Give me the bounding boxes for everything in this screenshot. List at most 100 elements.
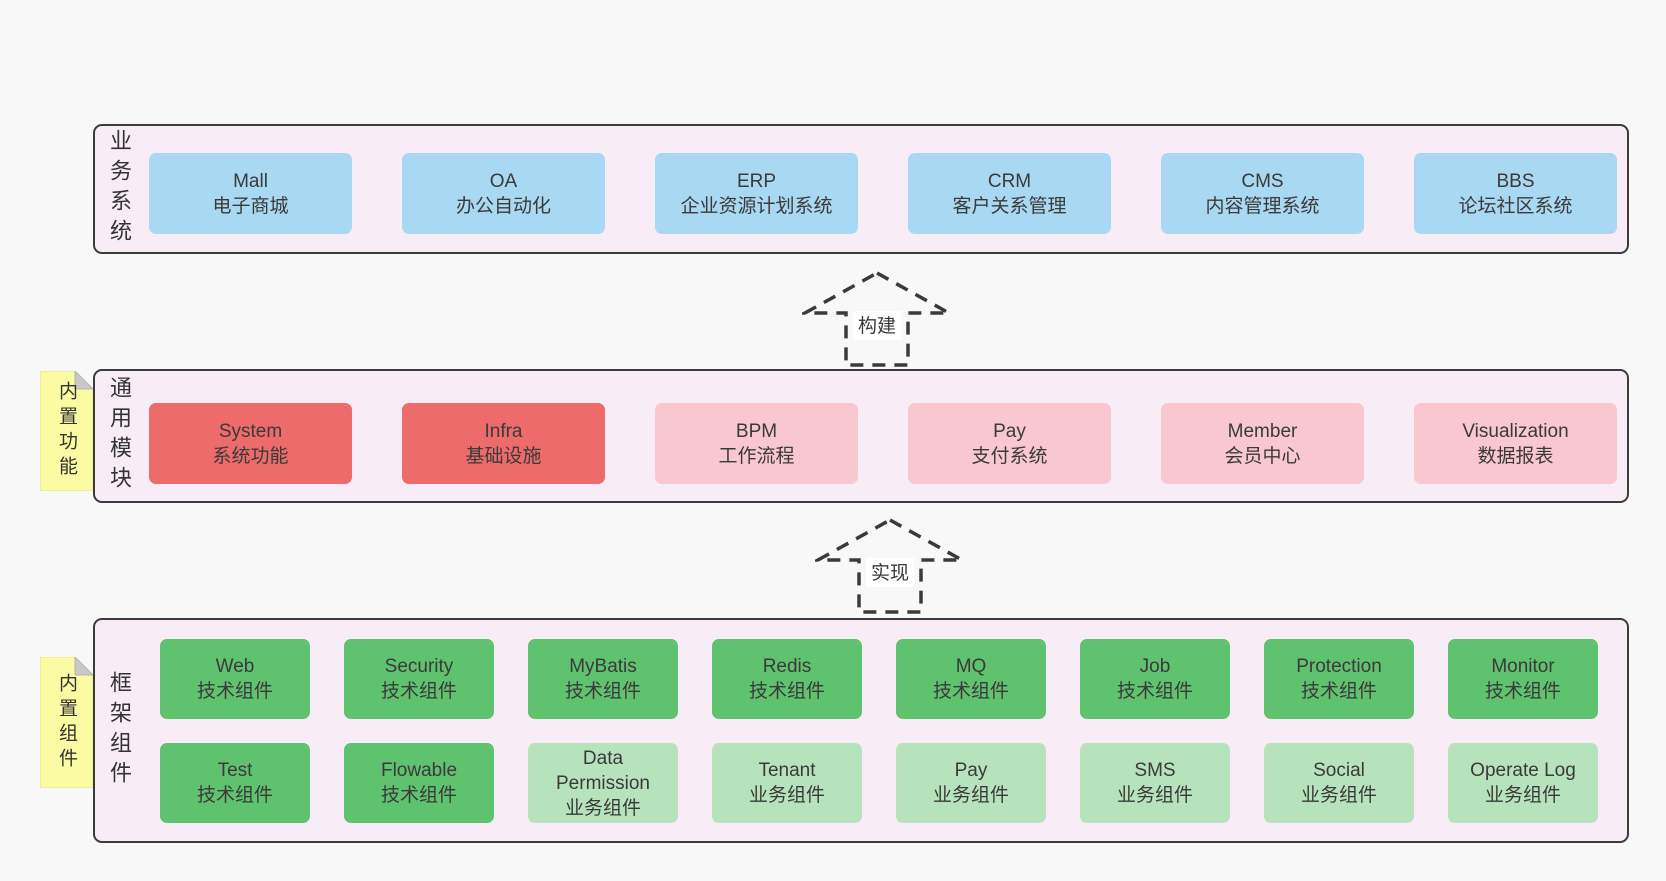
sticky-note-icon bbox=[40, 371, 93, 491]
arrow-label-background bbox=[853, 311, 901, 340]
box-protection: Protection 技术组件 bbox=[1264, 639, 1414, 719]
box-subtitle: 技术组件 bbox=[196, 785, 273, 806]
box-title: Data Permission bbox=[556, 747, 650, 794]
box-mq: MQ 技术组件 bbox=[896, 639, 1046, 719]
box-subtitle: 技术组件 bbox=[1300, 681, 1377, 702]
box-title: Member bbox=[1227, 420, 1298, 442]
box-title: Protection bbox=[1296, 656, 1382, 677]
box-title: System bbox=[218, 420, 283, 442]
box-subtitle: 技术组件 bbox=[380, 681, 457, 702]
box-subtitle: 业务组件 bbox=[748, 785, 825, 806]
box-tenant: Tenant 业务组件 bbox=[712, 743, 862, 823]
box-subtitle: 会员中心 bbox=[1224, 445, 1301, 467]
box-title: OA bbox=[489, 170, 518, 192]
box-operate-log: Operate Log 业务组件 bbox=[1448, 743, 1598, 823]
box-subtitle: 技术组件 bbox=[932, 681, 1009, 702]
layer-common-modules: 通用模块 System 系统功能 Infra 基础设施 BPM 工作流程 Pay… bbox=[93, 369, 1629, 503]
box-title: Tenant bbox=[758, 760, 816, 781]
box-subtitle: 企业资源计划系统 bbox=[680, 195, 833, 217]
arrow-label: 实现 bbox=[871, 562, 909, 584]
sticky-fold-icon bbox=[74, 657, 93, 676]
up-arrow-icon: 构建 bbox=[798, 270, 956, 367]
box-data-permission: Data Permission 业务组件 bbox=[528, 743, 678, 823]
box-subtitle: 办公自动化 bbox=[455, 195, 551, 217]
box-flowable: Flowable 技术组件 bbox=[344, 743, 494, 823]
box-title: Monitor bbox=[1491, 656, 1555, 677]
box-subtitle: 技术组件 bbox=[196, 681, 273, 702]
layer-label-components: 框架组件 bbox=[107, 670, 132, 791]
components-box-row-2: Test 技术组件 Flowable 技术组件 Data Permission … bbox=[160, 743, 1598, 823]
box-monitor: Monitor 技术组件 bbox=[1448, 639, 1598, 719]
box-test: Test 技术组件 bbox=[160, 743, 310, 823]
box-oa: OA 办公自动化 bbox=[402, 153, 605, 234]
components-box-row-1: Web 技术组件 Security 技术组件 MyBatis 技术组件 Redi… bbox=[160, 639, 1598, 719]
box-cms: CMS 内容管理系统 bbox=[1161, 153, 1364, 234]
box-visualization: Visualization 数据报表 bbox=[1414, 403, 1617, 484]
sticky-note-icon bbox=[40, 657, 93, 788]
box-title: Web bbox=[215, 656, 255, 677]
box-subtitle: 支付系统 bbox=[971, 445, 1048, 467]
up-arrow-outline-icon bbox=[798, 270, 956, 367]
box-subtitle: 技术组件 bbox=[1116, 681, 1193, 702]
box-title: Social bbox=[1313, 760, 1365, 781]
sticky-note-builtin-features: 内置功能 bbox=[40, 371, 93, 491]
sticky-body bbox=[40, 657, 93, 788]
box-subtitle: 电子商城 bbox=[212, 195, 289, 217]
box-title: Pay bbox=[993, 420, 1026, 442]
box-web: Web 技术组件 bbox=[160, 639, 310, 719]
box-subtitle: 技术组件 bbox=[1484, 681, 1561, 702]
sticky-note-builtin-components: 内置组件 bbox=[40, 657, 93, 788]
box-subtitle: 业务组件 bbox=[1116, 785, 1193, 806]
box-security: Security 技术组件 bbox=[344, 639, 494, 719]
box-subtitle: 技术组件 bbox=[380, 785, 457, 806]
box-subtitle: 数据报表 bbox=[1477, 445, 1554, 467]
box-crm: CRM 客户关系管理 bbox=[908, 153, 1111, 234]
layer-framework-components: 框架组件 Web 技术组件 Security 技术组件 MyBatis 技术组件… bbox=[93, 618, 1629, 843]
box-subtitle: 客户关系管理 bbox=[952, 195, 1067, 217]
box-subtitle: 内容管理系统 bbox=[1205, 195, 1320, 217]
box-title: BPM bbox=[735, 420, 778, 442]
box-title: Redis bbox=[762, 656, 812, 677]
box-member: Member 会员中心 bbox=[1161, 403, 1364, 484]
box-title: Mall bbox=[233, 170, 268, 192]
box-subtitle: 业务组件 bbox=[1300, 785, 1377, 806]
box-subtitle: 技术组件 bbox=[748, 681, 825, 702]
box-pay-system: Pay 支付系统 bbox=[908, 403, 1111, 484]
box-title: CMS bbox=[1241, 170, 1284, 192]
box-title: Test bbox=[217, 760, 253, 781]
box-subtitle: 系统功能 bbox=[212, 445, 289, 467]
up-arrow-icon: 实现 bbox=[811, 517, 969, 614]
box-mybatis: MyBatis 技术组件 bbox=[528, 639, 678, 719]
box-subtitle: 技术组件 bbox=[564, 681, 641, 702]
box-title: Job bbox=[1139, 656, 1171, 677]
box-bbs: BBS 论坛社区系统 bbox=[1414, 153, 1617, 234]
box-title: BBS bbox=[1496, 170, 1535, 192]
box-job: Job 技术组件 bbox=[1080, 639, 1230, 719]
box-title: Visualization bbox=[1462, 420, 1569, 442]
box-title: Operate Log bbox=[1470, 760, 1576, 781]
sticky-body bbox=[40, 371, 93, 491]
box-title: Flowable bbox=[380, 760, 458, 781]
box-bpm: BPM 工作流程 bbox=[655, 403, 858, 484]
box-pay-component: Pay 业务组件 bbox=[896, 743, 1046, 823]
build-arrow: 构建 bbox=[798, 270, 956, 368]
sticky-label: 内置功能 bbox=[56, 381, 77, 481]
layer-label-business: 业务系统 bbox=[107, 129, 132, 249]
box-redis: Redis 技术组件 bbox=[712, 639, 862, 719]
box-title: CRM bbox=[987, 170, 1032, 192]
up-arrow-outline-icon bbox=[811, 517, 969, 614]
box-title: MQ bbox=[955, 656, 987, 677]
box-mall: Mall 电子商城 bbox=[149, 153, 352, 234]
modules-box-row: System 系统功能 Infra 基础设施 BPM 工作流程 Pay 支付系统… bbox=[149, 403, 1617, 484]
box-subtitle: 基础设施 bbox=[465, 445, 542, 467]
box-subtitle: 工作流程 bbox=[718, 445, 795, 467]
box-erp: ERP 企业资源计划系统 bbox=[655, 153, 858, 234]
box-infra: Infra 基础设施 bbox=[402, 403, 605, 484]
sticky-fold-icon bbox=[74, 371, 93, 390]
arrow-label: 构建 bbox=[858, 315, 896, 337]
layer-business-systems: 业务系统 Mall 电子商城 OA 办公自动化 ERP 企业资源计划系统 CRM… bbox=[93, 124, 1629, 254]
box-subtitle: 业务组件 bbox=[564, 797, 641, 819]
box-title: Pay bbox=[954, 760, 988, 781]
box-title: MyBatis bbox=[569, 656, 637, 677]
